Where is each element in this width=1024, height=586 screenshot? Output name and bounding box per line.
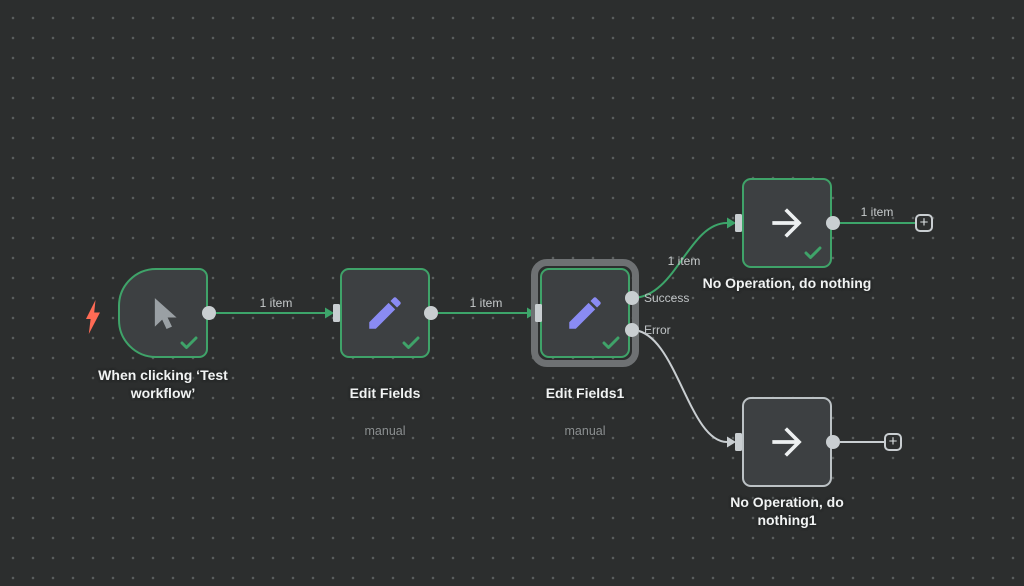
- pencil-icon: [369, 297, 401, 329]
- connection-run-label: 1 item: [470, 296, 503, 310]
- node-title-trigger: When clicking ‘Test workflow’: [98, 367, 228, 401]
- lightning-bolt-icon: [86, 300, 100, 334]
- output-port-success[interactable]: [625, 291, 639, 305]
- connection-noop-to-add[interactable]: 1 item: [840, 205, 915, 224]
- node-edit-fields[interactable]: [340, 268, 430, 358]
- pencil-icon: [569, 297, 601, 329]
- node-title-edit-fields: Edit Fields manual: [305, 366, 465, 458]
- input-port-edit-fields: [333, 304, 340, 322]
- input-port-no-operation: [735, 214, 742, 232]
- add-node-button-error[interactable]: +: [884, 433, 902, 451]
- input-port-edit-fields1: [535, 304, 542, 322]
- arrow-right-icon: [772, 427, 802, 457]
- node-subtitle: manual: [364, 424, 406, 438]
- output-port-edit-fields[interactable]: [424, 306, 438, 320]
- connection-success-to-noop[interactable]: 1 item: [631, 217, 736, 299]
- node-title-no-operation: No Operation, do nothing: [702, 275, 872, 291]
- success-check-icon: [402, 336, 420, 349]
- connection-error-to-noop1[interactable]: [631, 329, 736, 448]
- connection-trigger-to-editfields[interactable]: 1 item: [216, 296, 334, 319]
- success-check-icon: [602, 336, 620, 349]
- connection-run-label: 1 item: [668, 254, 701, 268]
- output-label-error: Error: [644, 323, 671, 337]
- node-title-text: Edit Fields: [349, 385, 421, 401]
- node-no-operation[interactable]: [742, 178, 832, 268]
- selection-ring: [531, 259, 639, 367]
- add-node-button-success[interactable]: +: [915, 214, 933, 232]
- output-label-success: Success: [644, 291, 689, 305]
- success-check-icon: [180, 336, 198, 349]
- node-subtitle: manual: [564, 424, 606, 438]
- connection-editfields-to-editfields1[interactable]: 1 item: [438, 296, 536, 319]
- input-port-no-operation1: [735, 433, 742, 451]
- node-title-text: Edit Fields1: [545, 385, 625, 401]
- connection-run-label: 1 item: [260, 296, 293, 310]
- output-port-no-operation[interactable]: [826, 216, 840, 230]
- output-port-trigger[interactable]: [202, 306, 216, 320]
- success-check-icon: [804, 246, 822, 259]
- connection-run-label: 1 item: [861, 205, 894, 219]
- cursor-icon: [154, 298, 177, 330]
- output-port-no-operation1[interactable]: [826, 435, 840, 449]
- node-title-edit-fields1: Edit Fields1 manual: [505, 366, 665, 458]
- arrow-right-icon: [772, 208, 802, 238]
- output-port-error[interactable]: [625, 323, 639, 337]
- node-title-no-operation1: No Operation, do nothing1: [730, 494, 844, 528]
